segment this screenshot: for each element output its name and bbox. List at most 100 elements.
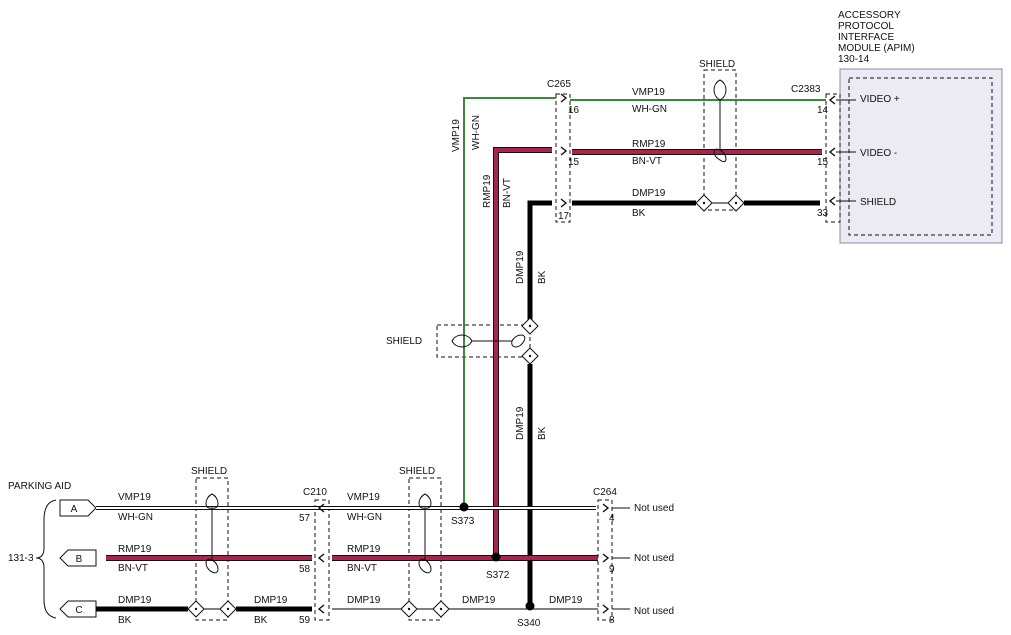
splice-s373-label: S373 [451,516,475,527]
circuit-dmp-bm: DMP19 [347,595,381,606]
shield-left-box [195,477,229,621]
pin-arrow [602,553,610,563]
circuit-vmp-top: VMP19 [632,87,665,98]
apim-pin-shield: SHIELD [860,197,896,208]
c265-pin-16: 16 [568,105,580,116]
pin-arrow [602,503,610,513]
shield-twist-mid [451,334,526,348]
wire-vmp-top [463,97,826,505]
shield-twist-left [205,493,219,574]
circuit-dmp-color-vertical-lower: BK [537,426,548,440]
diamond-dot [734,201,738,205]
splice-s340-dot [525,601,535,611]
apim-box [839,68,1003,244]
connector-c2383-label: C2383 [791,84,821,95]
apim-title-line-3: INTERFACE [838,32,894,43]
circuit-dmp-bm2: DMP19 [462,595,496,606]
connector-pin-arrows [317,93,836,614]
circuit-dmp-bl2: DMP19 [254,595,288,606]
apim-module: ACCESSORY PROTOCOL INTERFACE MODULE (API… [836,10,1003,244]
apim-title-line-2: PROTOCOL [838,21,894,32]
diamond-center-dots [194,201,738,611]
pin-arrow [560,198,568,208]
circuit-vmp-bm: VMP19 [347,492,380,503]
apim-title-line-5: 130-14 [838,54,870,65]
wire-rmp-top [493,147,822,558]
shield-label-mid: SHIELD [386,336,422,347]
diamond-dot [226,607,230,611]
apim-pin-number-14: 14 [817,105,829,116]
pin-arrow [828,196,836,206]
parking-aid-brace [35,499,57,619]
not-used-label-4: Not used [634,503,674,514]
splice-s372-label: S372 [486,570,510,581]
c2383-box [825,93,841,223]
circuit-dmp-bl: DMP19 [118,595,152,606]
splice-s373-dot [459,502,469,512]
diamond-dot [528,354,532,358]
circuit-rmp-top: RMP19 [632,139,666,150]
diamond-dot [702,201,706,205]
circuit-vmp-color-bl: WH-GN [118,512,153,523]
c210-pin-59: 59 [299,615,311,626]
pin-arrow [602,604,610,614]
apim-pin-video-minus: VIDEO - [860,148,897,159]
shield-right-box [408,477,442,621]
shield-mid-box [436,324,531,358]
parking-aid-title: PARKING AID [8,481,71,492]
diamond-dot [528,324,532,328]
circuit-rmp-color-top: BN-VT [632,156,662,167]
c264-box [597,499,613,621]
parking-aid-pin-c: C [75,605,82,616]
apim-title-line-1: ACCESSORY [838,10,901,21]
c210-box [314,499,330,621]
c265-pin-15: 15 [568,157,580,168]
dashed-boxes [195,69,841,621]
shield-top-box [703,69,737,211]
wire-rmp-vertical-inner [494,148,552,558]
parking-aid-pin-c-shape [59,600,97,618]
circuit-dmp-color-bl2: BK [254,615,268,626]
shield-label-top: SHIELD [699,59,735,70]
pin-arrow [828,147,836,157]
c264-pin-4: 4 [609,513,615,524]
circuit-rmp-color-bl: BN-VT [118,563,148,574]
circuit-rmp-color-vertical: BN-VT [502,178,513,208]
pin-arrow [560,93,568,103]
apim-inner-box [848,77,993,236]
shield-twist-top [713,79,727,163]
circuit-vmp-vertical: VMP19 [451,119,462,152]
connector-c210-label: C210 [303,487,327,498]
parking-aid-ref: 131-3 [8,553,34,564]
wire-vmp-vertical [463,97,556,505]
parking-aid-pin-b: B [76,554,83,565]
c264-pin-9: 9 [609,564,615,575]
pin-arrow [317,553,325,563]
splices [459,502,535,611]
shield-twist-right [418,493,432,574]
pin-arrow [317,604,325,614]
splice-s340-label: S340 [517,618,541,629]
c265-box [555,93,571,223]
circuit-rmp-vertical: RMP19 [482,174,493,208]
apim-pin-video-plus: VIDEO + [860,94,900,105]
circuit-dmp-color-top: BK [632,208,646,219]
connector-c264-label: C264 [593,487,617,498]
circuit-rmp-bm: RMP19 [347,544,381,555]
circuit-dmp-vertical-upper: DMP19 [515,250,526,284]
diamond-dot [407,607,411,611]
apim-title-line-4: MODULE (APIM) [838,43,915,54]
shield-twist-symbols [205,79,727,574]
circuit-rmp-color-bm: BN-VT [347,563,377,574]
diamond-dot [439,607,443,611]
circuit-vmp-bl: VMP19 [118,492,151,503]
circuit-dmp-br: DMP19 [549,595,583,606]
pin-arrow [828,95,836,105]
circuit-rmp-bl: RMP19 [118,544,152,555]
c210-pin-57: 57 [299,513,311,524]
parking-aid-module: PARKING AID 131-3 A B C [8,481,97,619]
wire-dmp-top [527,200,820,606]
not-used-label-9: Not used [634,553,674,564]
circuit-dmp-vertical-lower: DMP19 [515,406,526,440]
